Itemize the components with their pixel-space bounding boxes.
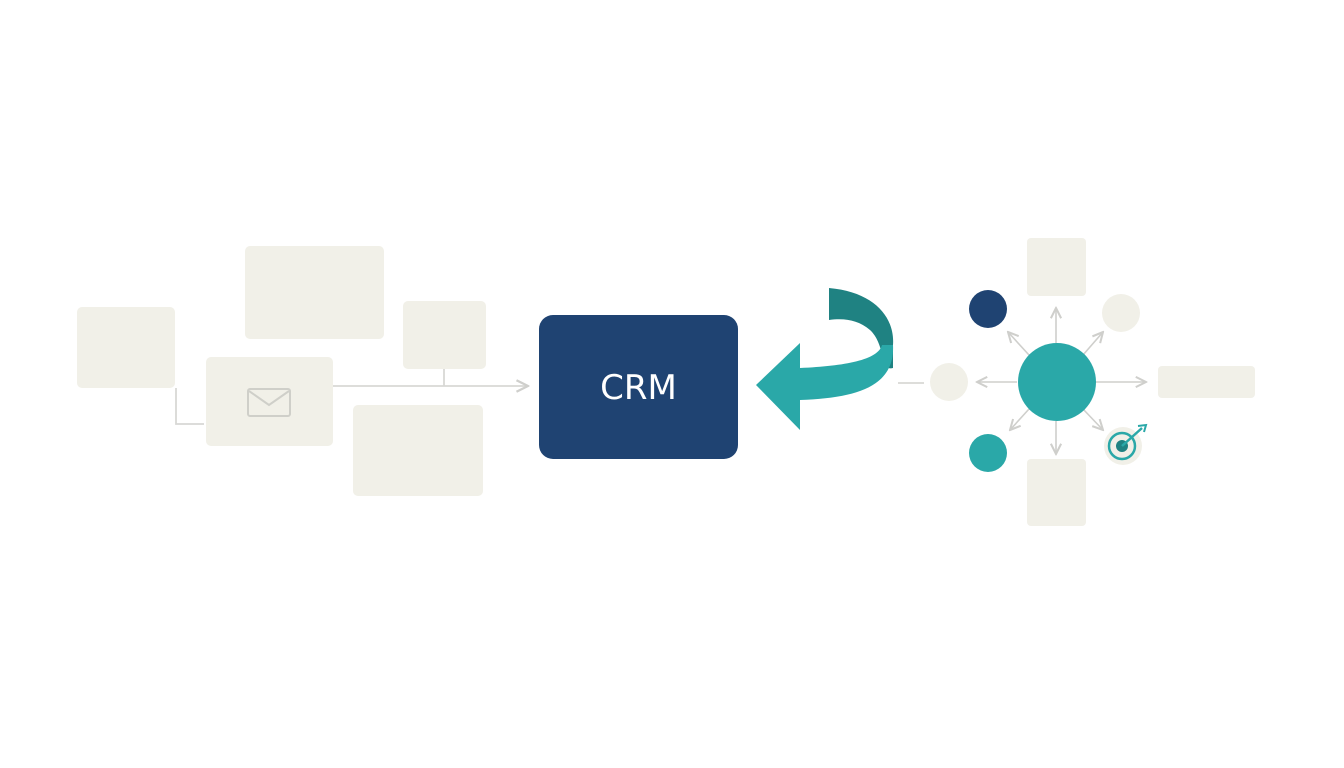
teal-dot (969, 434, 1007, 472)
hub-cluster (898, 238, 1255, 526)
hub-circle (1018, 343, 1096, 421)
satellite-box (1027, 459, 1086, 526)
satellite-circle (930, 363, 968, 401)
crm-box (539, 315, 738, 459)
email-source-box (206, 357, 333, 446)
spoke-arrow-downleft (1010, 408, 1030, 430)
crm-node: CRM (539, 315, 738, 459)
curved-arrow-icon (756, 288, 894, 430)
navy-dot (969, 290, 1007, 328)
spoke-arrow-upright (1082, 332, 1103, 356)
spoke-arrow-downright (1082, 408, 1103, 430)
crm-label: CRM (600, 368, 677, 408)
source-box (77, 307, 175, 388)
satellite-box (1027, 238, 1086, 296)
satellite-bar (1158, 366, 1255, 398)
spoke-arrow-upleft (1008, 332, 1030, 356)
source-box (353, 405, 483, 496)
envelope-icon (247, 388, 291, 417)
satellite-circle (1102, 294, 1140, 332)
source-cluster (77, 246, 528, 496)
target-icon (1104, 423, 1148, 465)
source-box (403, 301, 486, 369)
source-box (245, 246, 384, 339)
connector-line (175, 388, 204, 425)
